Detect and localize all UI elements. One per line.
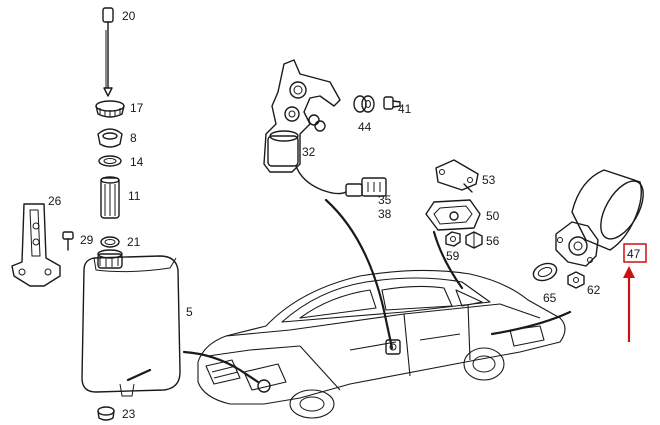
screw-part[interactable] xyxy=(383,96,401,110)
part-label-35: 35 xyxy=(378,193,392,207)
part-label-26: 26 xyxy=(48,194,62,208)
bracket-part[interactable] xyxy=(11,203,61,287)
part-label-38: 38 xyxy=(378,207,392,221)
part-label-8: 8 xyxy=(130,131,137,145)
valve-block-part[interactable] xyxy=(263,59,341,173)
install-markers xyxy=(257,339,401,393)
nut-part[interactable] xyxy=(445,231,461,247)
part-label-21: 21 xyxy=(127,235,141,249)
part-label-17: 17 xyxy=(130,101,144,115)
o-ring-part[interactable] xyxy=(98,155,122,167)
drain-cap-part[interactable] xyxy=(97,406,115,421)
part-label-14: 14 xyxy=(130,155,144,169)
filler-cap-part[interactable] xyxy=(95,100,125,118)
filter-part[interactable] xyxy=(100,176,120,219)
part-label-59: 59 xyxy=(446,249,460,263)
part-label-62: 62 xyxy=(587,283,601,297)
pump-motor-part[interactable] xyxy=(555,169,652,267)
part-label-5: 5 xyxy=(186,305,193,319)
seal-ring-part[interactable] xyxy=(531,260,559,283)
location-leaders xyxy=(126,198,572,384)
part-label-32: 32 xyxy=(302,145,316,159)
hex-nut-part[interactable] xyxy=(567,271,585,289)
highlight-arrow-head xyxy=(623,266,635,278)
wiring-harness-part[interactable] xyxy=(295,165,387,197)
filter-ring-part[interactable] xyxy=(100,236,120,248)
part-label-47: 47 xyxy=(627,247,641,261)
spacer-part[interactable] xyxy=(465,231,483,249)
part-label-65: 65 xyxy=(543,291,557,305)
part-label-11: 11 xyxy=(128,189,141,203)
bolt-part[interactable] xyxy=(62,231,74,251)
highlight-box[interactable] xyxy=(623,243,647,263)
part-label-29: 29 xyxy=(80,233,94,247)
part-label-53: 53 xyxy=(482,173,496,187)
part-label-20: 20 xyxy=(122,9,136,23)
part-label-41: 41 xyxy=(398,102,412,116)
reservoir-part[interactable] xyxy=(81,249,181,397)
part-label-56: 56 xyxy=(486,234,500,248)
dipstick-part[interactable] xyxy=(102,7,114,97)
mounting-plate-part[interactable] xyxy=(435,159,479,193)
vehicle-outline xyxy=(197,269,566,419)
holder-part[interactable] xyxy=(425,199,481,231)
part-label-23: 23 xyxy=(122,407,136,421)
part-label-44: 44 xyxy=(358,120,372,134)
seal-part[interactable] xyxy=(97,128,123,148)
grommet-part[interactable] xyxy=(353,95,375,113)
part-label-50: 50 xyxy=(486,209,500,223)
